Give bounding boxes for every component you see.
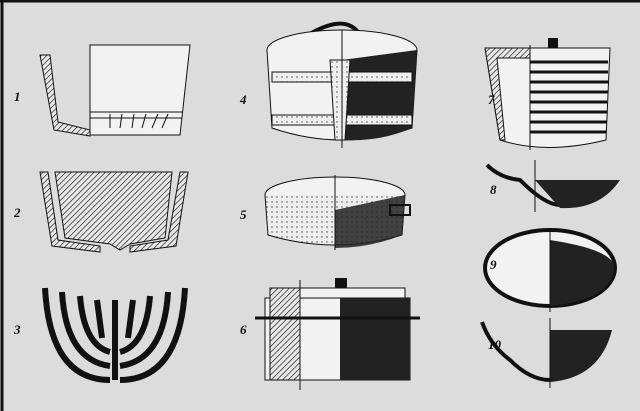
figure-label-2: 2 bbox=[13, 205, 21, 220]
figure-label-8: 8 bbox=[490, 182, 497, 197]
figure-label-3: 3 bbox=[13, 322, 21, 337]
vessel-3 bbox=[42, 287, 188, 383]
vessel-8 bbox=[485, 160, 620, 212]
figure-label-5: 5 bbox=[240, 207, 247, 222]
figure-label-9: 9 bbox=[490, 257, 497, 272]
figure-label-7: 7 bbox=[488, 92, 495, 107]
vessel-5 bbox=[264, 175, 411, 250]
vessel-6 bbox=[255, 278, 420, 390]
vessel-1 bbox=[39, 44, 191, 137]
vessel-4 bbox=[266, 21, 418, 148]
vessel-9 bbox=[483, 228, 617, 312]
figure-label-1: 1 bbox=[14, 89, 21, 104]
vessel-10 bbox=[480, 318, 612, 388]
vessel-2 bbox=[39, 171, 189, 253]
figure-label-6: 6 bbox=[240, 322, 247, 337]
figure-label-10: 10 bbox=[488, 337, 502, 352]
vessel-7 bbox=[484, 38, 611, 150]
figure-label-4: 4 bbox=[239, 92, 247, 107]
